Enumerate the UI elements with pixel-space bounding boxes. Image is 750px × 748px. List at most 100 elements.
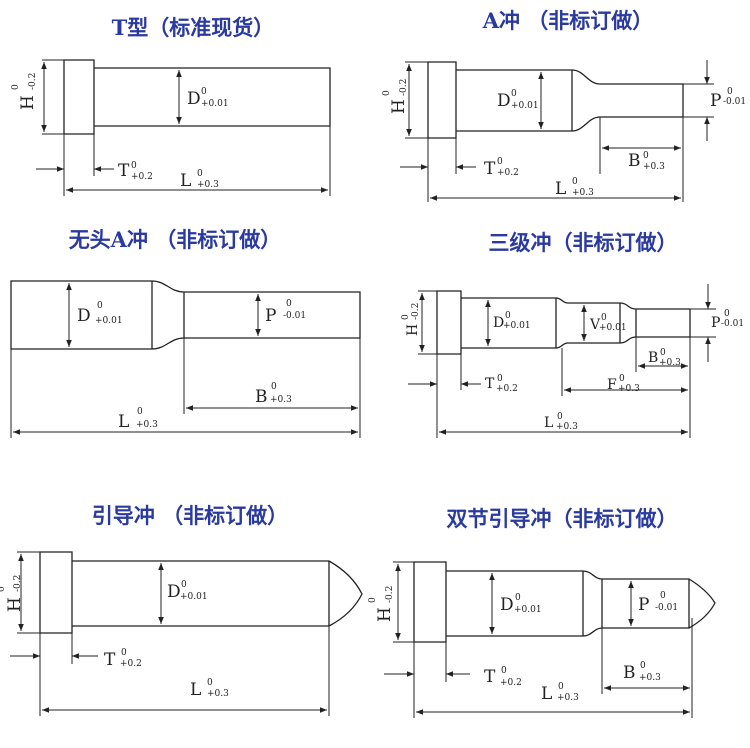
p-label: P [265,306,276,326]
l-label: L [541,684,552,704]
h-label: H [389,99,409,114]
svg-text:0: 0 [724,309,730,319]
svg-text:0: 0 [660,348,666,358]
b-label: B [628,151,641,171]
svg-text:-0.01: -0.01 [655,603,678,613]
d-label: D [497,91,511,111]
diagram-three-step-punch: 三级冲（非标订做） H 0 -0.2 D 0 +0.01 V 0 +0.01 P… [401,230,744,438]
p-label: P [710,91,721,111]
t-label: T [484,667,496,687]
h-label: H [5,597,25,612]
svg-text:-0.2: -0.2 [28,73,38,90]
svg-text:0: 0 [0,586,7,592]
svg-text:-0.01: -0.01 [723,97,746,107]
svg-text:+0.2: +0.2 [500,678,522,688]
svg-text:0: 0 [557,412,563,422]
svg-text:+0.3: +0.3 [557,693,579,703]
svg-text:+0.3: +0.3 [639,673,661,683]
diagram-headless-a-punch: 无头A冲 （非标订做） D 0 +0.01 P 0 -0.01 B 0 +0.3… [10,227,361,438]
svg-text:+0.3: +0.3 [556,422,578,432]
svg-text:0: 0 [601,313,607,323]
diagram-title: 双节引导冲（非标订做） [447,506,678,531]
svg-text:+0.01: +0.01 [95,316,123,326]
h-label: H [375,607,395,622]
svg-text:0: 0 [201,87,207,97]
svg-text:0: 0 [401,314,411,320]
l-label: L [180,171,191,191]
b-label: B [623,663,636,683]
t-label: T [118,161,130,181]
svg-text:0: 0 [271,382,277,392]
svg-text:0: 0 [558,682,564,692]
b-label: B [255,387,268,407]
svg-text:0: 0 [511,89,517,99]
b-label: B [648,350,658,366]
t-label: T [485,376,495,392]
svg-text:0: 0 [660,591,666,601]
svg-text:0: 0 [505,311,511,321]
svg-text:0: 0 [181,580,187,590]
svg-text:0: 0 [137,407,143,417]
svg-text:-0.2: -0.2 [399,79,409,96]
svg-text:-0.2: -0.2 [385,586,395,603]
svg-text:0: 0 [207,678,213,688]
t-label: T [484,159,496,179]
d-label: D [77,306,91,326]
t-label: T [104,650,116,670]
svg-text:0: 0 [727,87,733,97]
svg-text:+0.01: +0.01 [511,101,539,111]
h-label: H [405,324,421,336]
svg-text:0: 0 [368,597,378,603]
svg-text:+0.3: +0.3 [270,395,292,405]
svg-text:+0.3: +0.3 [136,420,158,430]
svg-text:0: 0 [197,169,203,179]
svg-text:0: 0 [97,301,103,311]
svg-text:0: 0 [131,161,137,171]
p-label: P [638,595,649,615]
svg-text:-0.01: -0.01 [721,319,744,329]
svg-text:0: 0 [572,177,578,187]
svg-text:+0.3: +0.3 [618,384,640,394]
svg-text:0: 0 [501,666,507,676]
svg-text:+0.2: +0.2 [496,384,518,394]
svg-text:-0.01: -0.01 [283,311,306,321]
svg-text:0: 0 [286,299,292,309]
punch-outline [427,61,684,139]
svg-text:-0.2: -0.2 [13,575,23,592]
svg-text:+0.2: +0.2 [120,659,142,669]
h-label: H [18,95,38,110]
svg-text:+0.3: +0.3 [643,162,665,172]
svg-text:0: 0 [11,84,21,90]
svg-text:+0.01: +0.01 [503,321,531,331]
diagram-title: A冲 （非标订做） [482,8,654,33]
svg-text:+0.2: +0.2 [131,172,153,182]
diagram-a-punch: A冲 （非标订做） H 0 -0.2 D 0 +0.01 P 0 -0.01 T… [382,8,746,202]
diagram-two-step-pilot-punch: 双节引导冲（非标订做） H 0 -0.2 D 0 +0.01 P 0 -0.01… [368,506,716,718]
svg-text:+0.3: +0.3 [659,358,681,368]
p-label: P [711,315,720,331]
svg-text:+0.01: +0.01 [514,605,542,615]
svg-text:+0.2: +0.2 [497,168,519,178]
l-label: L [118,412,129,432]
v-label: V [589,317,601,333]
l-label: L [555,179,566,199]
svg-text:+0.3: +0.3 [572,188,594,198]
svg-text:+0.3: +0.3 [207,689,229,699]
diagram-t-type: T型（标准现货） H 0 -0.2 D 0 +0.01 T 0 +0.2 L 0… [11,15,331,196]
svg-text:0: 0 [121,648,127,658]
d-label: D [493,315,504,331]
diagram-pilot-punch: 引导冲 （非标订做） H 0 -0.2 D 0 +0.01 T 0 +0.2 L… [0,503,363,716]
svg-text:0: 0 [643,151,649,161]
svg-text:0: 0 [382,90,392,96]
diagram-title: 无头A冲 （非标订做） [69,227,282,252]
svg-text:+0.01: +0.01 [201,99,229,109]
d-label: D [187,89,201,109]
punch-outline [10,280,361,350]
diagram-title: 引导冲 （非标订做） [92,503,288,528]
svg-text:0: 0 [619,374,625,384]
svg-text:-0.2: -0.2 [411,303,421,320]
svg-text:0: 0 [640,661,646,671]
svg-text:0: 0 [497,374,503,384]
l-label: L [190,680,201,700]
